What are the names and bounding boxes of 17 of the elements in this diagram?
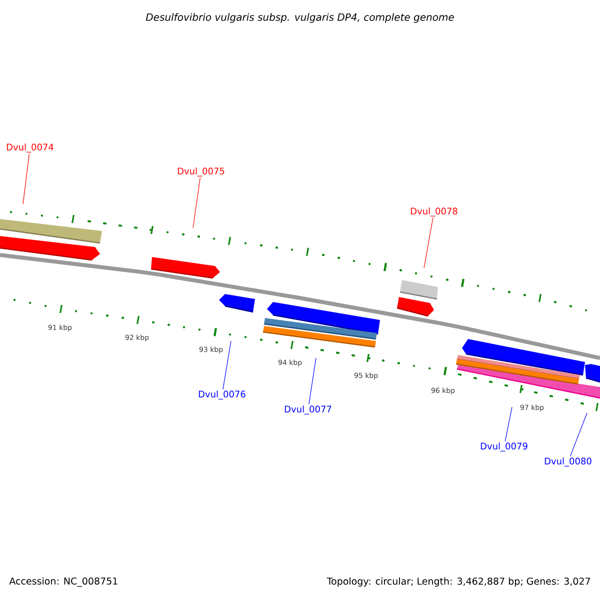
gene-label: Dvul_0078 (410, 208, 458, 216)
title: Desulfovibrio vulgaris subsp. vulgaris DP4, complete genome (146, 13, 454, 23)
gene-label: Dvul_0080 (544, 458, 592, 466)
gene-label: Dvul_0076 (198, 390, 246, 400)
gene-label: Dvul_0079 (480, 442, 528, 452)
leader-line (570, 412, 588, 457)
leader-line (222, 340, 232, 390)
gene-label: Dvul_0075 (178, 168, 224, 176)
leader-line (308, 358, 316, 405)
gene-label: Dvul_0077 (284, 406, 332, 414)
leader-line (192, 177, 200, 228)
leader-line (424, 217, 434, 268)
accession-text: Accession: NC_008751 (9, 577, 118, 587)
gene-label: Dvul_0074 (6, 144, 54, 152)
genome-info-text: Topology: circular; Length: 3,462,887 bp; Genes: 3,027 (326, 577, 590, 587)
leader-line (504, 406, 512, 442)
leader-line (22, 153, 30, 204)
